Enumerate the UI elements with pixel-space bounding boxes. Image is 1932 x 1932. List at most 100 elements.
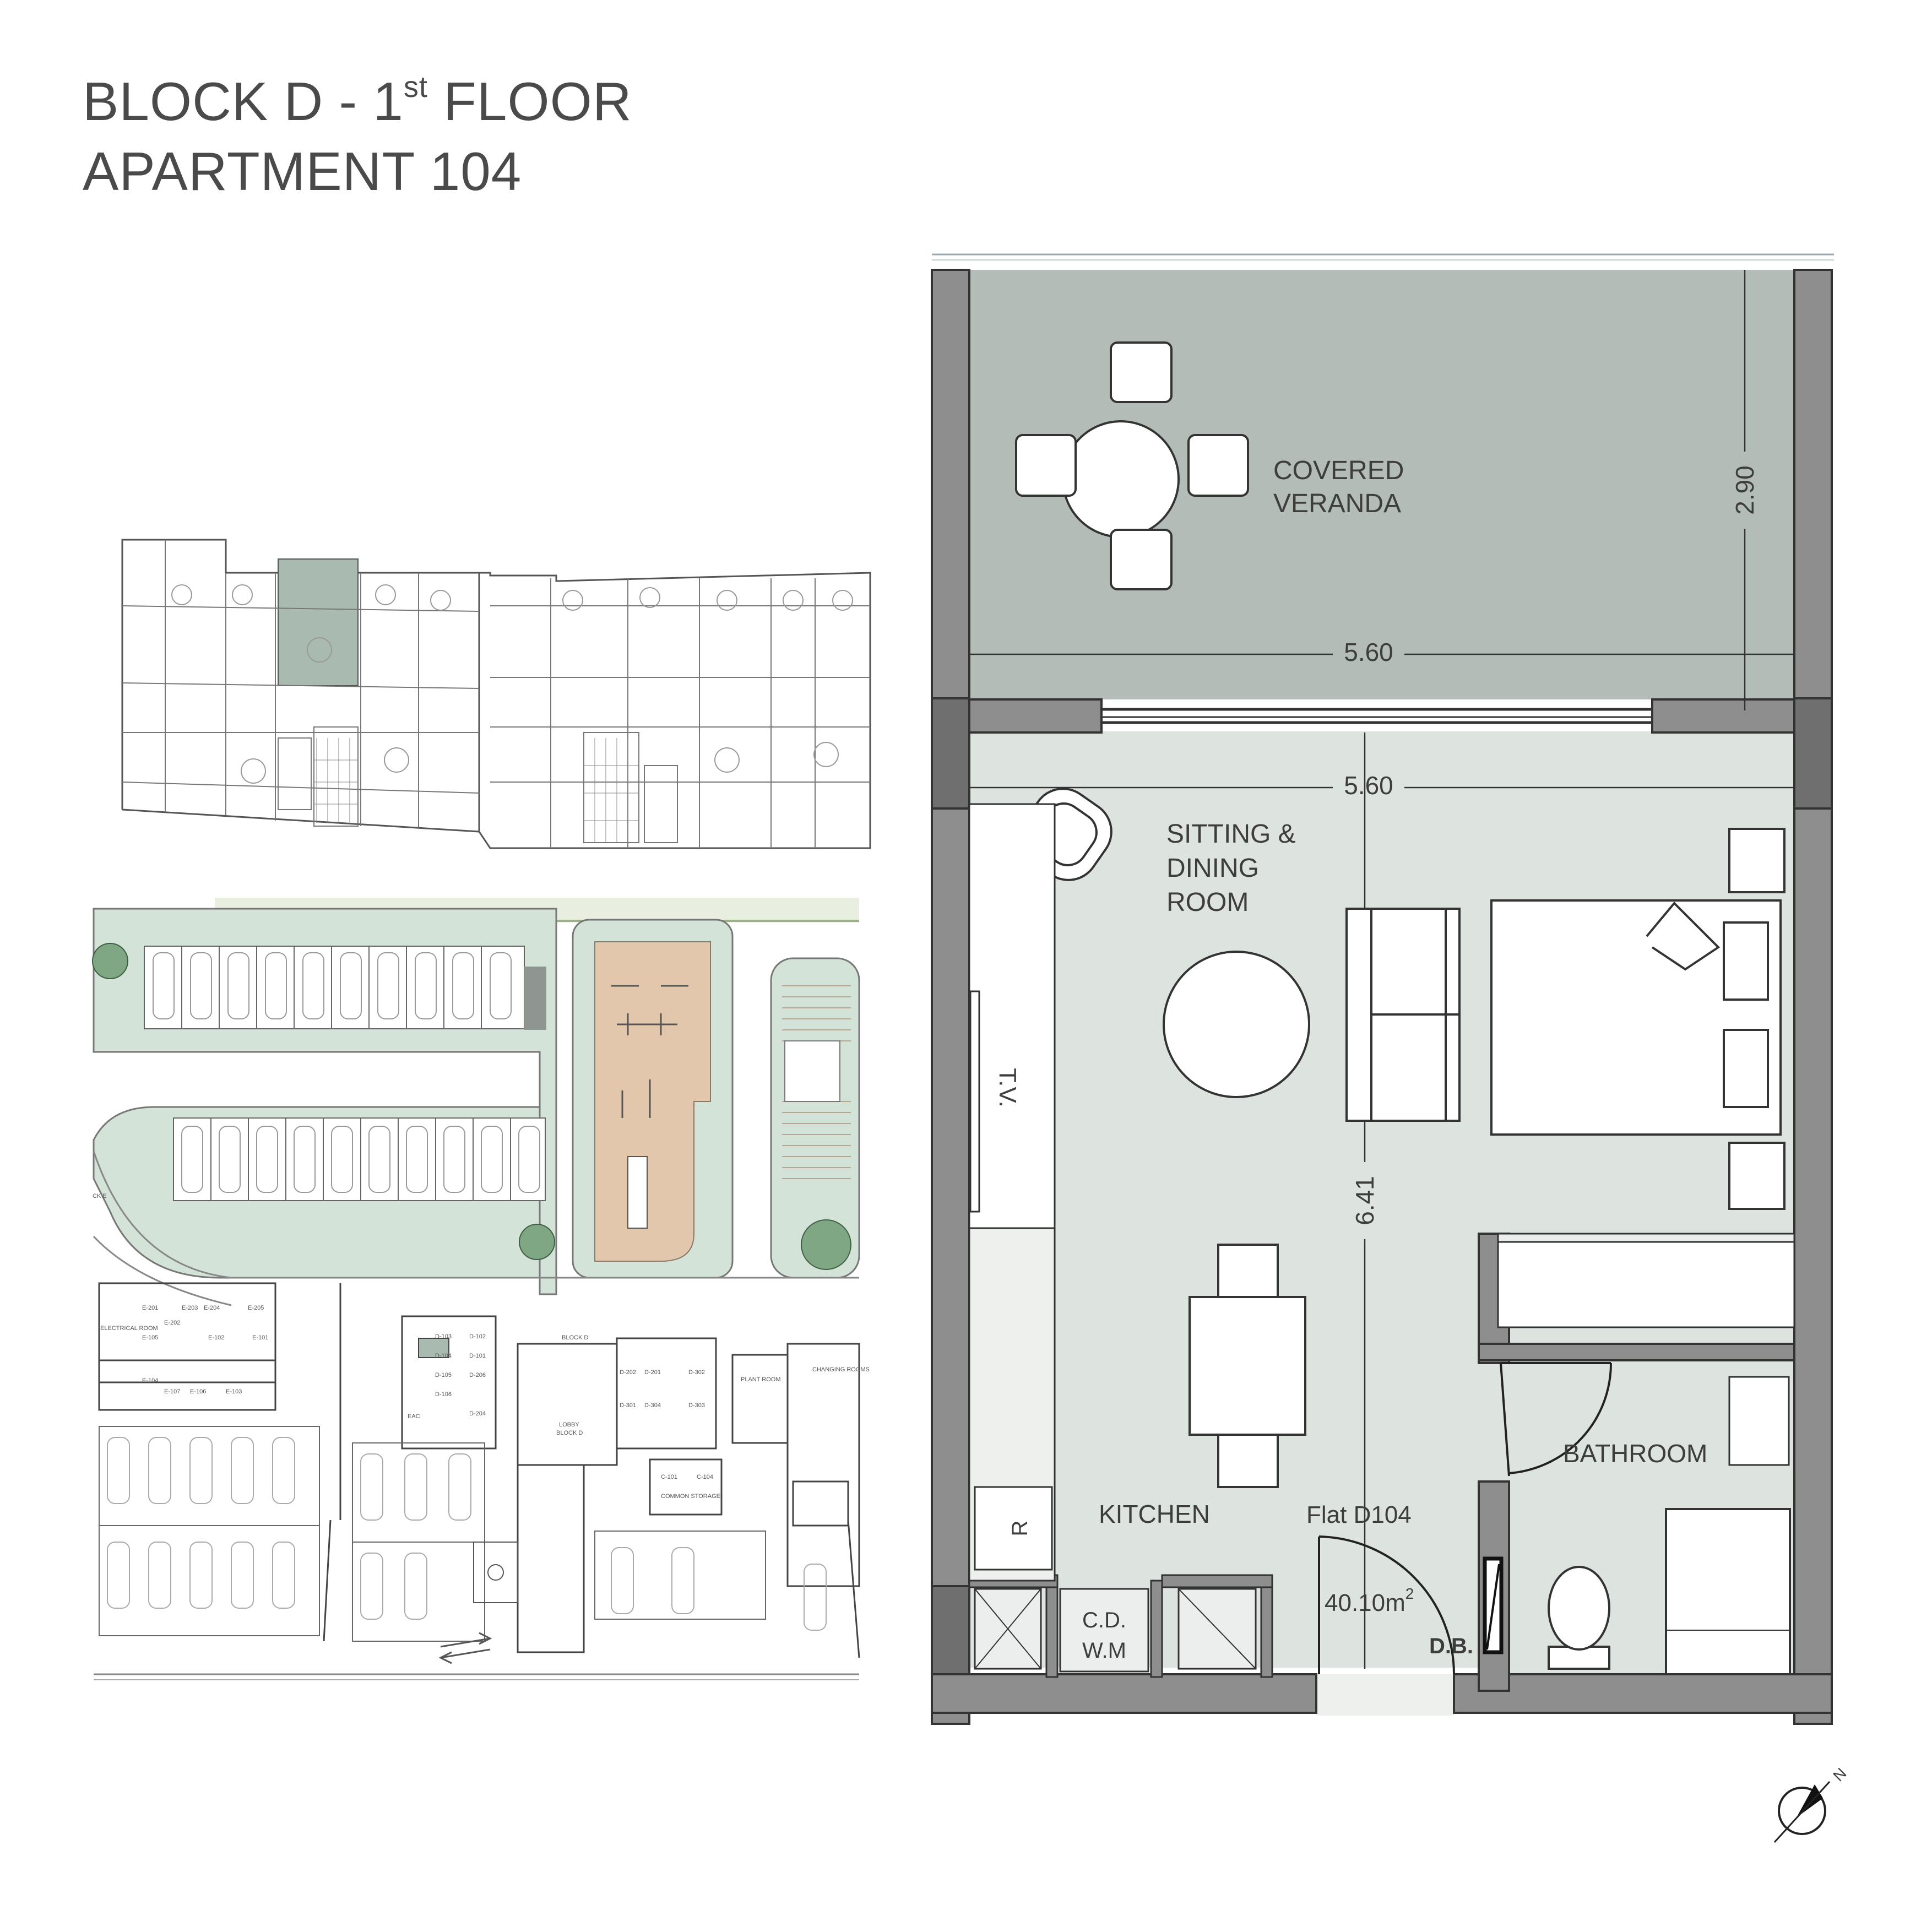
svg-text:D-201: D-201 — [644, 1369, 661, 1376]
wm-label: W.M — [1082, 1638, 1126, 1663]
area-label: 40.10m2 — [1325, 1585, 1414, 1616]
compass-icon: N — [1773, 1765, 1850, 1843]
veranda-wall-right — [1651, 698, 1795, 734]
nightstand-bottom — [1728, 1142, 1786, 1210]
svg-text:D-303: D-303 — [688, 1402, 705, 1409]
storage-labels-e: E-201 E-202 E-203 E-204 E-205 E-101 E-10… — [142, 1305, 268, 1395]
electrical-room-label: ELECTRICAL ROOM — [100, 1325, 158, 1332]
wall-left — [931, 269, 970, 1725]
svg-text:E-204: E-204 — [204, 1305, 220, 1311]
dim-veranda-width: 5.60 — [1344, 638, 1393, 666]
bathroom-door — [1500, 1362, 1613, 1477]
eac-label: EAC — [408, 1413, 420, 1420]
room-label-veranda-1: COVERED — [1273, 456, 1404, 485]
wall-bottom-left — [931, 1673, 1317, 1714]
page-title: BLOCK D - 1st FLOOR — [83, 70, 632, 133]
apartment-floor-plan: 5.60 5.60 2.90 6.41 COVERED VERANDA SITT… — [931, 253, 1834, 1725]
svg-text:E-201: E-201 — [142, 1305, 158, 1311]
dim-room-width: 5.60 — [1344, 771, 1393, 800]
tv-unit: T.V. — [968, 803, 1056, 1229]
shower — [1665, 1508, 1791, 1675]
svg-text:D-202: D-202 — [620, 1369, 636, 1376]
traffic-arrows — [438, 1632, 492, 1664]
area-sup: 2 — [1405, 1585, 1414, 1602]
svg-text:D-101: D-101 — [469, 1353, 486, 1359]
parking-row-bottom — [173, 1117, 546, 1201]
svg-text:D-302: D-302 — [688, 1369, 705, 1376]
veranda-table-set — [1015, 341, 1249, 590]
svg-text:E-205: E-205 — [248, 1305, 264, 1311]
title-line1-sup: st — [403, 70, 428, 104]
svg-text:E-202: E-202 — [164, 1320, 180, 1326]
basement-parking — [99, 1426, 766, 1642]
svg-text:E-104: E-104 — [142, 1377, 158, 1384]
dim-room-depth: 6.41 — [1350, 1176, 1379, 1225]
distribution-board — [1483, 1556, 1504, 1654]
wall-bottom-right — [1453, 1673, 1833, 1714]
parking-row-top — [144, 946, 525, 1029]
svg-text:D-304: D-304 — [644, 1402, 661, 1409]
washer-dryer — [1059, 1588, 1149, 1673]
toilet — [1548, 1566, 1610, 1670]
block-e-label: CK E — [93, 1193, 107, 1200]
trees — [92, 943, 851, 1270]
wall-right — [1793, 269, 1833, 1725]
title-line1-pre: BLOCK D - 1 — [83, 71, 404, 132]
veranda-wall-left — [968, 698, 1103, 734]
room-label-sitting-2: DINING — [1166, 854, 1259, 883]
svg-text:E-105: E-105 — [142, 1334, 158, 1341]
svg-text:D-206: D-206 — [469, 1372, 486, 1379]
shaft-left — [974, 1588, 1042, 1670]
block-d-label: BLOCK D — [562, 1334, 588, 1341]
dim-veranda-depth: 2.90 — [1730, 465, 1759, 515]
room-label-veranda-2: VERANDA — [1273, 489, 1401, 518]
fridge-label: R — [1008, 1521, 1032, 1537]
key-plan-highlight — [278, 558, 359, 686]
accessible-parking-icon — [473, 1542, 518, 1603]
svg-text:D-106: D-106 — [435, 1391, 452, 1398]
svg-text:C-101: C-101 — [661, 1474, 677, 1480]
room-label-sitting-3: ROOM — [1166, 888, 1249, 917]
fridge — [974, 1486, 1053, 1571]
title-line1-post: FLOOR — [427, 71, 632, 132]
plant-room-label: PLANT ROOM — [741, 1376, 781, 1383]
shaft-right — [1177, 1588, 1257, 1670]
common-storage-label: COMMON STORAGE — [661, 1493, 720, 1500]
room-label-bathroom: BATHROOM — [1563, 1439, 1707, 1468]
svg-text:E-203: E-203 — [182, 1305, 198, 1311]
nightstand-top — [1728, 828, 1786, 893]
svg-text:D-204: D-204 — [469, 1410, 486, 1417]
room-label-sitting-1: SITTING & — [1166, 820, 1296, 849]
svg-text:E-107: E-107 — [164, 1388, 180, 1395]
svg-text:E-101: E-101 — [252, 1334, 268, 1341]
svg-text:D-301: D-301 — [620, 1402, 636, 1409]
lobby-label-1: LOBBY — [559, 1421, 579, 1428]
svg-text:E-102: E-102 — [208, 1334, 224, 1341]
compass-north-label: N — [1830, 1765, 1849, 1784]
changing-rooms-label: CHANGING ROOMS — [812, 1366, 870, 1373]
corridor-floor — [1316, 1674, 1454, 1716]
svg-text:D-105: D-105 — [435, 1372, 452, 1379]
storage-labels-d: D-103 D-102 D-104 D-101 D-105 D-206 D-10… — [435, 1333, 713, 1480]
sofa — [1345, 908, 1461, 1122]
flat-label: Flat D104 — [1306, 1501, 1412, 1528]
lobby-label-2: BLOCK D — [556, 1430, 583, 1436]
svg-text:C-104: C-104 — [697, 1474, 713, 1480]
vanity — [1728, 1376, 1790, 1466]
sliding-door — [1101, 708, 1652, 724]
key-plan-thumbnail — [121, 539, 871, 849]
tv-label: T.V. — [994, 1068, 1021, 1108]
svg-text:D-104: D-104 — [435, 1353, 452, 1359]
title-line2: APARTMENT 104 — [83, 141, 522, 202]
playground — [594, 941, 711, 1262]
cd-label: C.D. — [1082, 1608, 1126, 1632]
site-plan: CK E BLOCK D LOBBY BLOCK D PLANT ROOM CO… — [92, 898, 870, 1713]
dining-table — [1188, 1244, 1306, 1488]
bed — [1490, 899, 1782, 1136]
svg-text:E-103: E-103 — [226, 1388, 242, 1395]
area-value: 40.10m — [1325, 1589, 1405, 1616]
coffee-table — [1163, 951, 1310, 1098]
room-label-kitchen: KITCHEN — [1099, 1500, 1210, 1528]
entrance-door — [1318, 1535, 1455, 1675]
